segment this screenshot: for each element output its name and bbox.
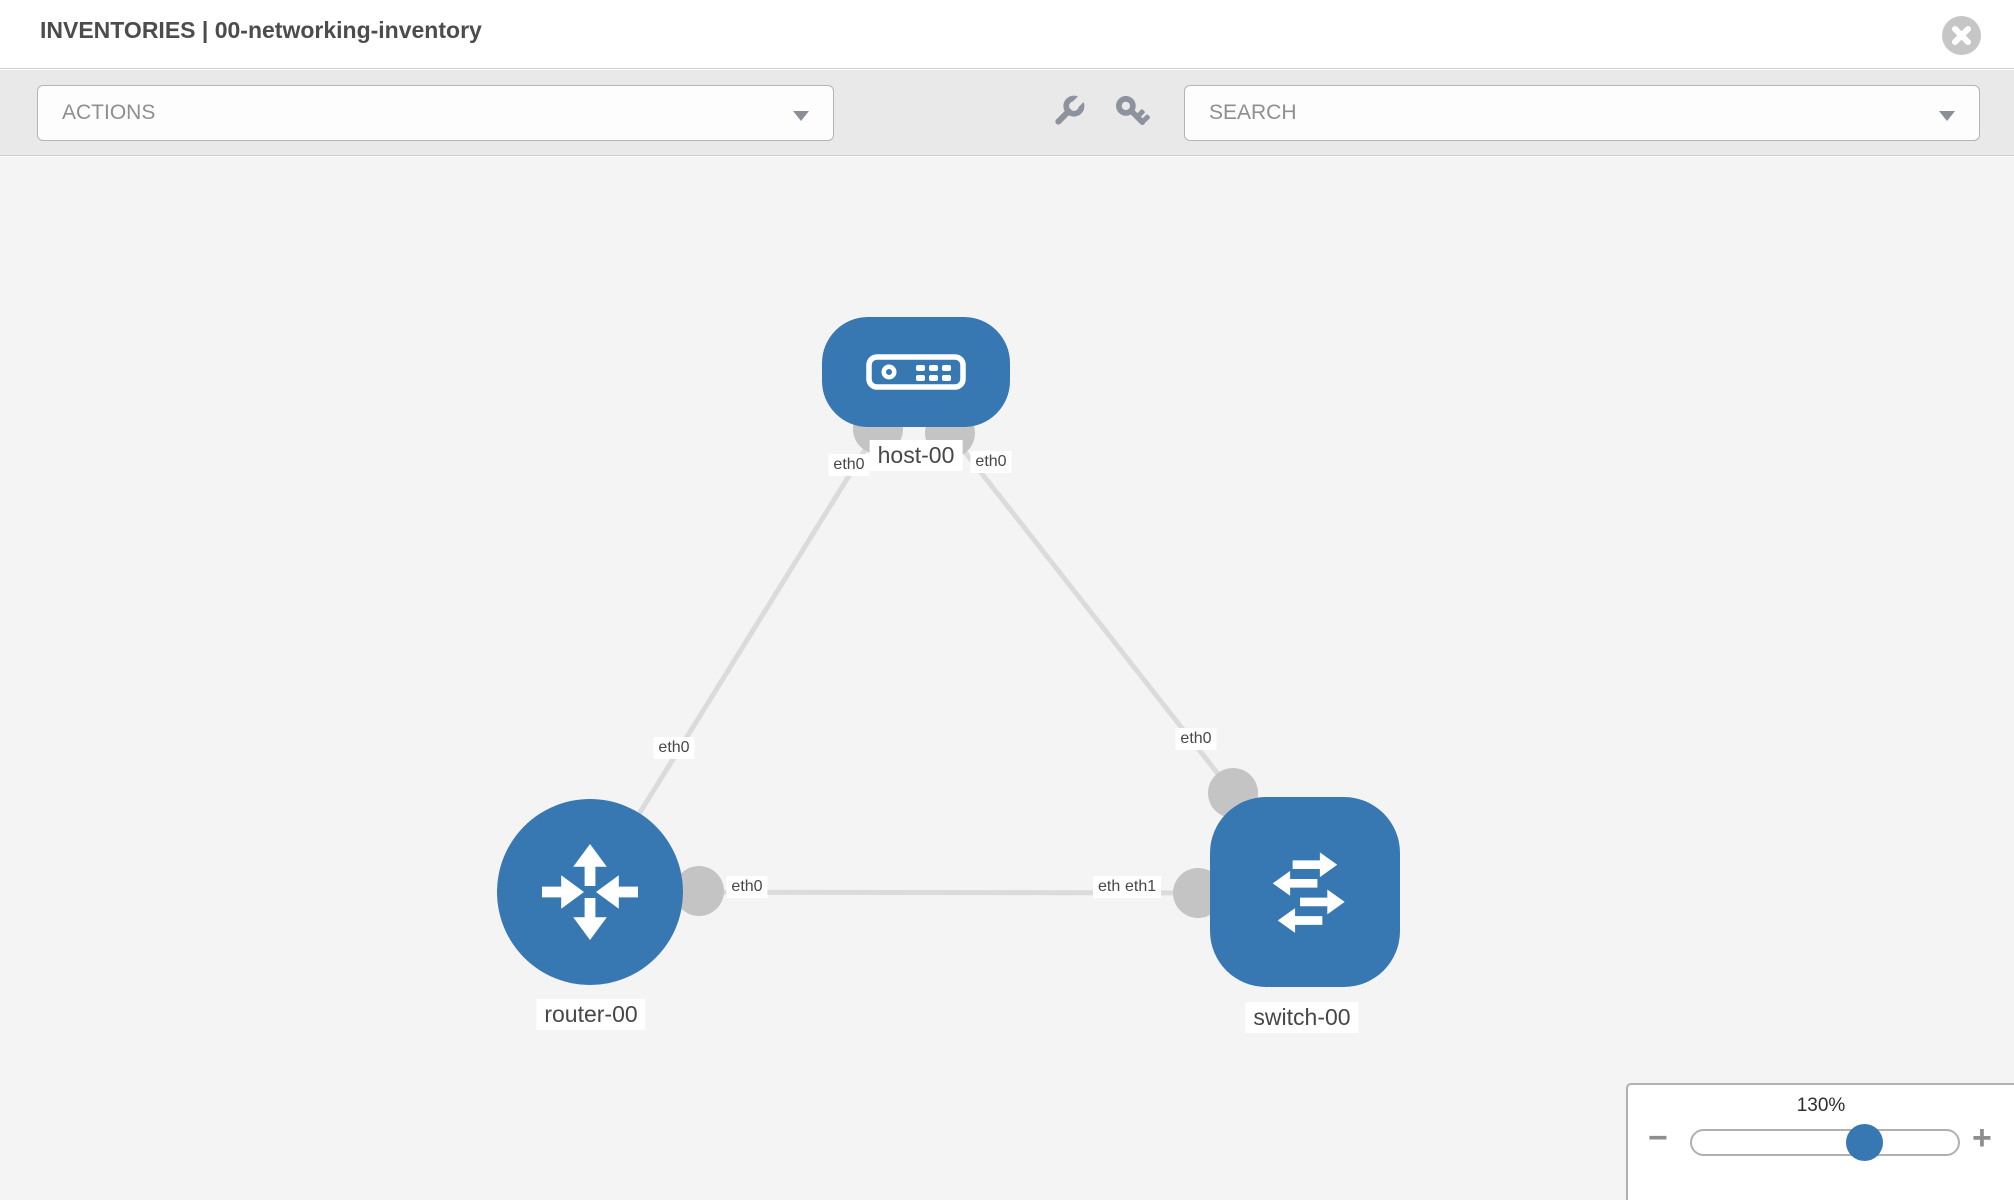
actions-dropdown[interactable]: ACTIONS — [37, 85, 834, 141]
chevron-down-icon — [1939, 111, 1955, 121]
zoom-slider-track[interactable] — [1690, 1124, 1960, 1161]
iface-label-host-left: eth0 — [828, 454, 870, 476]
zoom-slider-knob[interactable] — [1846, 1124, 1883, 1161]
key-icon — [1116, 96, 1150, 126]
close-button[interactable] — [1942, 16, 1981, 55]
iface-label-mid-switch-end-over: eth1 — [1120, 876, 1162, 898]
wrench-icon — [1055, 95, 1085, 125]
node-router-00[interactable] — [497, 799, 683, 985]
node-label-switch: switch-00 — [1245, 1002, 1359, 1033]
zoom-out-button[interactable]: − — [1648, 1119, 1668, 1157]
toolbar: ACTIONS SEARCH — [0, 70, 2014, 156]
zoom-panel: 130% − + — [1626, 1083, 2014, 1200]
tools-button[interactable] — [1046, 90, 1090, 134]
node-host-00[interactable] — [822, 317, 1010, 427]
actions-dropdown-label: ACTIONS — [62, 101, 156, 124]
topology-links-layer — [587, 404, 1258, 918]
credentials-button[interactable] — [1110, 90, 1154, 134]
iface-label-mid-router-end: eth0 — [726, 876, 768, 898]
search-dropdown[interactable]: SEARCH — [1184, 85, 1980, 141]
iface-label-host-right: eth0 — [970, 451, 1012, 473]
node-label-host: host-00 — [869, 440, 963, 471]
search-dropdown-label: SEARCH — [1209, 101, 1297, 124]
port-router-eth0[interactable] — [674, 866, 724, 916]
switch-icon — [1272, 852, 1345, 933]
chevron-down-icon — [793, 111, 809, 121]
iface-label-link-switch-host: eth0 — [1175, 728, 1217, 750]
zoom-level-value: 130% — [1796, 1095, 1846, 1116]
zoom-in-button[interactable]: + — [1972, 1119, 1992, 1157]
router-icon — [542, 844, 638, 940]
host-icon — [866, 354, 966, 390]
node-label-router: router-00 — [536, 999, 646, 1030]
header: INVENTORIES | 00-networking-inventory — [0, 0, 2014, 69]
page-title: INVENTORIES | 00-networking-inventory — [40, 17, 482, 43]
topology-canvas[interactable]: host-00 router-00 switch-00 eth0 eth0 et… — [0, 157, 2014, 1200]
close-icon — [1952, 26, 1971, 45]
iface-label-link-router-host: eth0 — [653, 737, 695, 759]
node-switch-00[interactable] — [1210, 797, 1400, 987]
